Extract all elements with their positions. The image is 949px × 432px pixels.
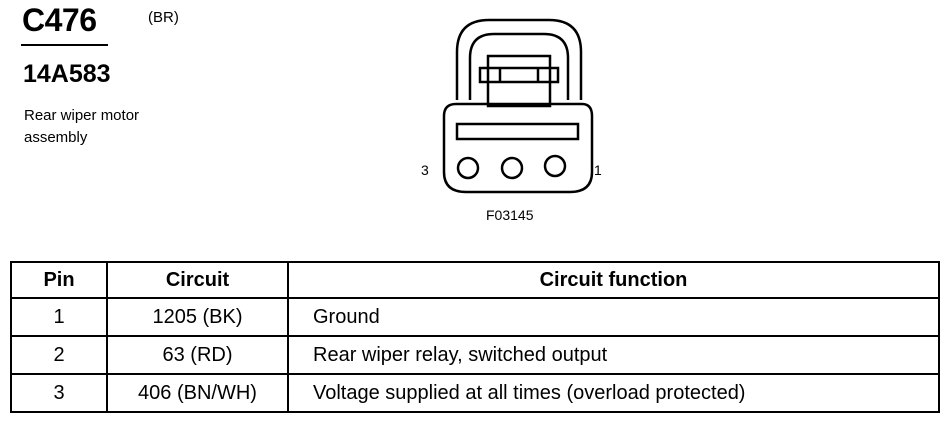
function-cell: Rear wiper relay, switched output [287,335,940,375]
table-row: 1 1205 (BK) Ground [10,297,940,337]
pin-cavity-3 [456,156,480,180]
header-circuit: Circuit [106,261,289,299]
header-pin: Pin [10,261,108,299]
pin-cell: 3 [10,373,108,413]
circuit-cell: 63 (RD) [106,335,289,375]
pin-cavity-1 [543,154,567,178]
pin-label-left: 3 [421,162,429,178]
color-code: (BR) [148,9,179,26]
circuit-cell: 1205 (BK) [106,297,289,337]
circuit-cell: 406 (BN/WH) [106,373,289,413]
table-row: 3 406 (BN/WH) Voltage supplied at all ti… [10,373,940,413]
connector-id-underline [21,44,108,46]
pinout-table: Pin Circuit Circuit function 1 1205 (BK)… [10,261,940,413]
function-cell: Voltage supplied at all times (overload … [287,373,940,413]
connector-id: C476 [22,2,97,38]
pin-cell: 1 [10,297,108,337]
function-cell: Ground [287,297,940,337]
pin-label-right: 1 [594,162,602,178]
figure-code: F03145 [486,207,534,223]
pin-cell: 2 [10,335,108,375]
key-slot [455,122,580,141]
latch-outer [455,18,583,100]
latch-inner [468,32,570,100]
pin-cavity-2 [500,156,524,180]
latch-tab-cap [478,66,560,84]
table-header-row: Pin Circuit Circuit function [10,261,940,299]
table-row: 2 63 (RD) Rear wiper relay, switched out… [10,335,940,375]
connector-body [442,102,594,194]
part-number: 14A583 [23,60,111,88]
header-circuit-function: Circuit function [287,261,940,299]
connector-description: Rear wiper motor assembly [24,107,140,146]
